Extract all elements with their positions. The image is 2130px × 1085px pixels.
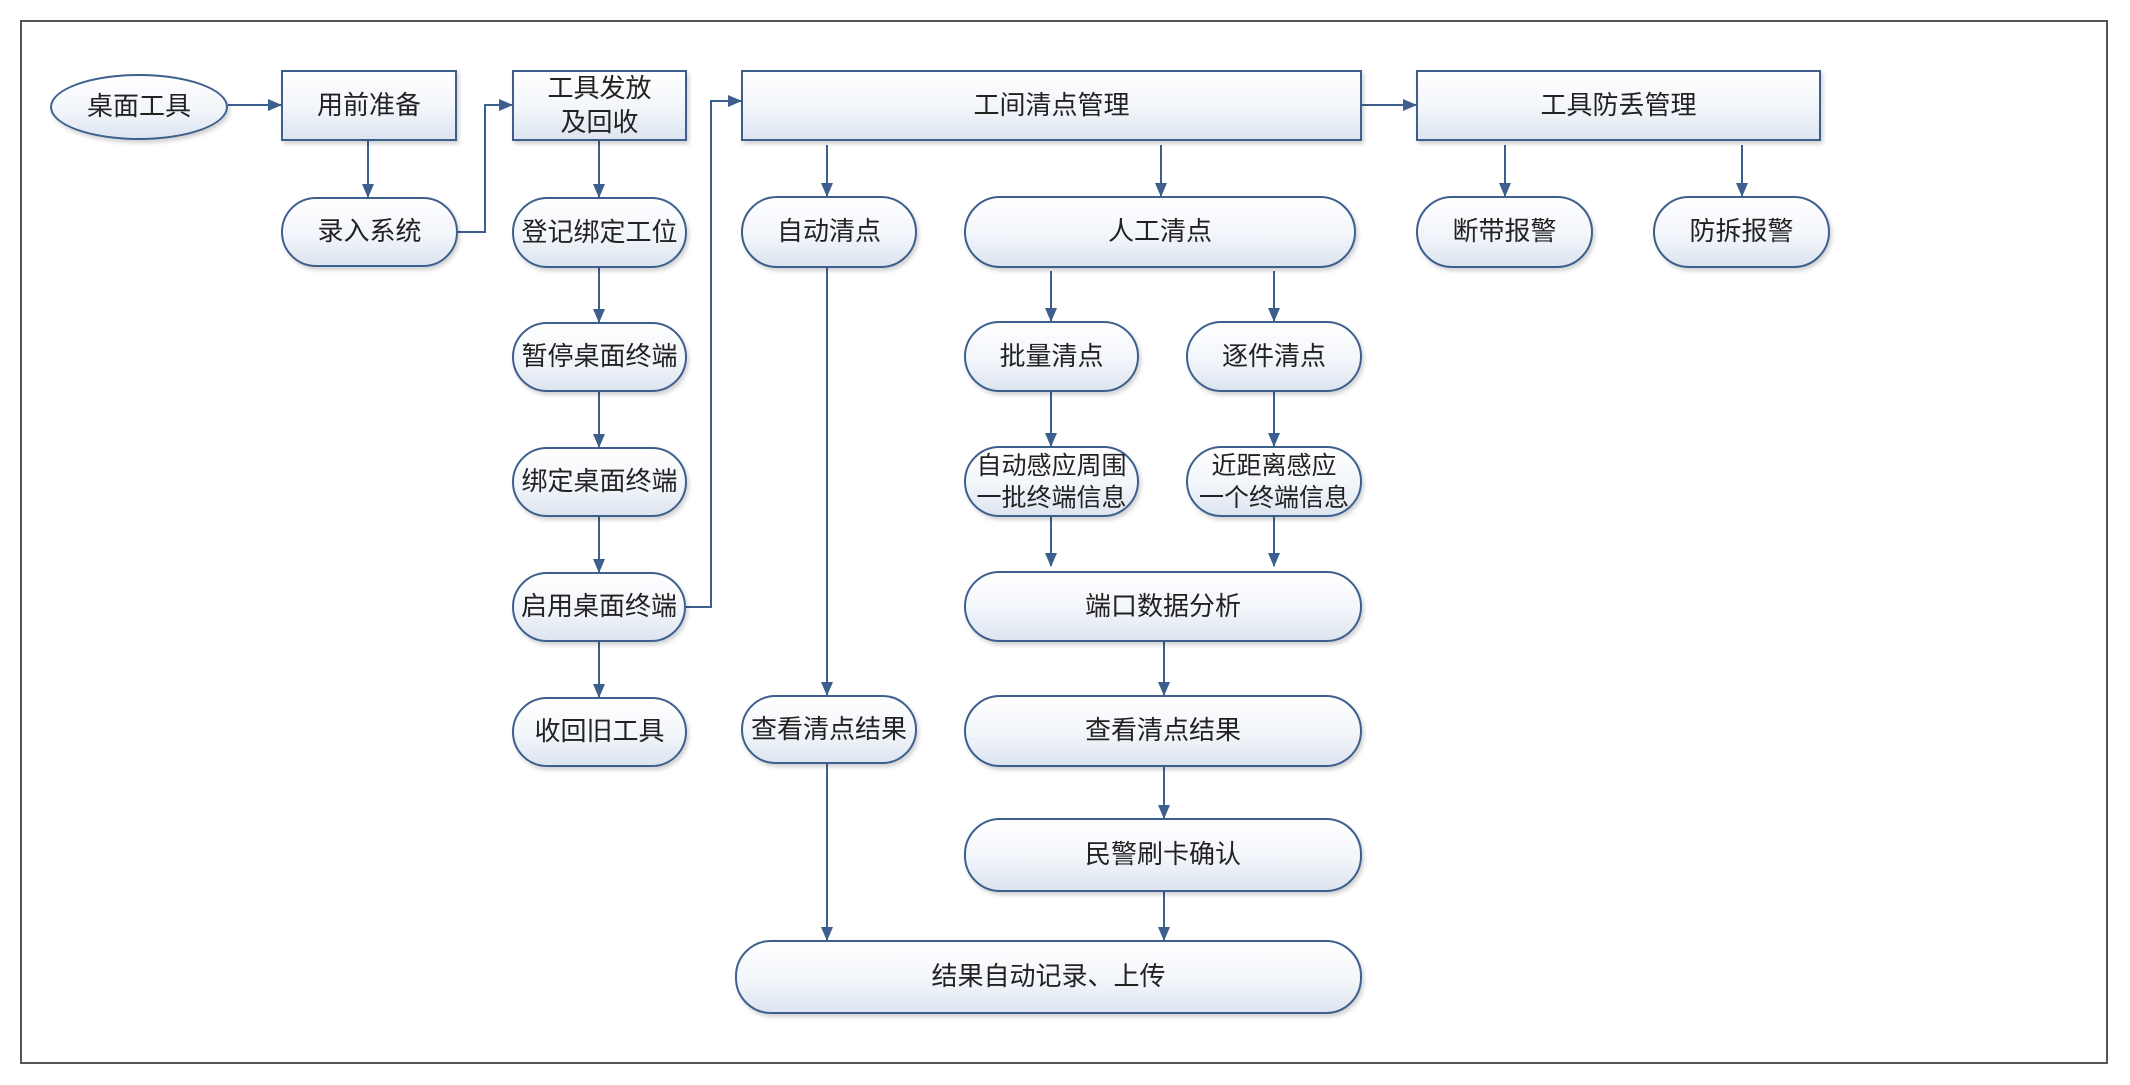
node-register-bind-station: 登记绑定工位 <box>512 197 687 268</box>
node-manual-inventory: 人工清点 <box>964 196 1356 268</box>
node-retrieve-old-tools: 收回旧工具 <box>512 697 687 767</box>
node-police-card-confirm: 民警刷卡确认 <box>964 818 1362 892</box>
diagram-frame <box>20 20 2108 1064</box>
arrow-enter-to-issue <box>458 99 513 233</box>
node-auto-record-upload: 结果自动记录、上传 <box>735 940 1362 1014</box>
arrow-enable-to-management <box>686 95 742 608</box>
node-batch-inventory: 批量清点 <box>964 321 1139 392</box>
node-port-data-analysis: 端口数据分析 <box>964 571 1362 642</box>
node-enter-system: 录入系统 <box>281 197 458 267</box>
node-issue-and-return: 工具发放 及回收 <box>512 70 687 141</box>
node-tamper-alarm: 防拆报警 <box>1653 196 1830 268</box>
node-batch-sense-info: 自动感应周围 一批终端信息 <box>964 446 1139 517</box>
node-strap-break-alarm: 断带报警 <box>1416 196 1593 268</box>
node-item-inventory: 逐件清点 <box>1186 321 1362 392</box>
node-pre-use-prep: 用前准备 <box>281 70 457 141</box>
node-view-result-auto: 查看清点结果 <box>741 695 917 764</box>
node-view-result-manual: 查看清点结果 <box>964 695 1362 767</box>
node-auto-inventory: 自动清点 <box>741 196 917 268</box>
node-desktop-tool: 桌面工具 <box>50 74 228 140</box>
node-near-sense-info: 近距离感应 一个终端信息 <box>1186 446 1362 517</box>
node-anti-loss-management: 工具防丢管理 <box>1416 70 1821 141</box>
node-enable-terminal: 启用桌面终端 <box>512 572 686 642</box>
node-inventory-management: 工间清点管理 <box>741 70 1362 141</box>
node-bind-terminal: 绑定桌面终端 <box>512 447 687 517</box>
node-pause-terminal: 暂停桌面终端 <box>512 322 687 392</box>
